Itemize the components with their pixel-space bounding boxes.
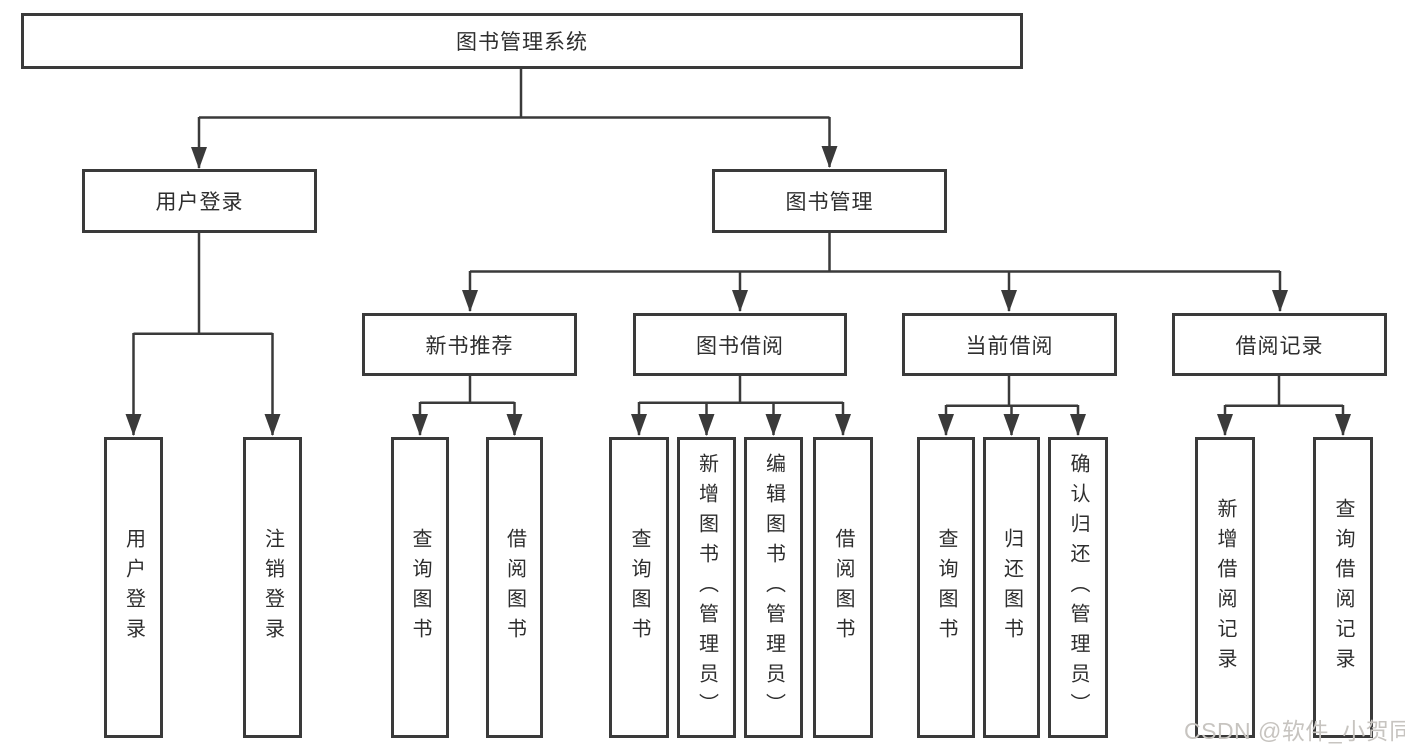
leaf-cb-return-books: 归还图书 bbox=[983, 437, 1040, 738]
node-borrow-records-label: 借阅记录 bbox=[1235, 334, 1324, 358]
leaf-cb-return-books-label: 归还图书 bbox=[1000, 527, 1023, 648]
node-book-management: 图书管理 bbox=[712, 169, 947, 233]
leaf-logout-label: 注销登录 bbox=[261, 527, 284, 648]
connector-new-book-branch bbox=[420, 376, 515, 405]
connector-book-borrow-branch bbox=[639, 376, 843, 405]
connector-root-branch bbox=[199, 69, 830, 119]
leaf-bb-query-books: 查询图书 bbox=[609, 437, 669, 738]
leaf-bb-edit-books-admin-label: 编辑图书（管理员） bbox=[762, 452, 785, 723]
node-root: 图书管理系统 bbox=[21, 13, 1023, 69]
node-current-borrow-label: 当前借阅 bbox=[965, 334, 1054, 358]
leaf-logout: 注销登录 bbox=[243, 437, 302, 738]
leaf-cb-confirm-return-admin: 确认归还（管理员） bbox=[1048, 437, 1108, 738]
leaf-bb-add-books-admin: 新增图书（管理员） bbox=[677, 437, 736, 738]
leaf-br-query-record-label: 查询借阅记录 bbox=[1332, 497, 1354, 678]
leaf-bb-add-books-admin-label: 新增图书（管理员） bbox=[695, 452, 718, 723]
leaf-bb-borrow-books-label: 借阅图书 bbox=[832, 527, 854, 648]
csdn-watermark: CSDN @软件_小贺同学 bbox=[1184, 718, 1405, 744]
node-user-login-label: 用户登录 bbox=[155, 191, 244, 214]
leaf-cb-query-books: 查询图书 bbox=[917, 437, 975, 738]
leaf-cb-query-books-label: 查询图书 bbox=[935, 527, 957, 648]
node-book-borrow-label: 图书借阅 bbox=[696, 334, 784, 358]
leaf-user-login: 用户登录 bbox=[104, 437, 163, 738]
node-root-label: 图书管理系统 bbox=[456, 31, 588, 54]
leaf-nb-query-books-label: 查询图书 bbox=[409, 527, 431, 648]
node-current-borrow: 当前借阅 bbox=[902, 313, 1117, 376]
node-new-book-recommend: 新书推荐 bbox=[362, 313, 577, 376]
node-book-management-label: 图书管理 bbox=[785, 191, 874, 214]
leaf-nb-query-books: 查询图书 bbox=[391, 437, 449, 738]
connector-current-borrow-branch bbox=[946, 376, 1078, 408]
node-book-borrow: 图书借阅 bbox=[633, 313, 847, 376]
node-new-book-recommend-label: 新书推荐 bbox=[425, 334, 514, 358]
leaf-br-add-record: 新增借阅记录 bbox=[1195, 437, 1255, 738]
connector-user-login-branch bbox=[133, 233, 273, 336]
leaf-cb-confirm-return-admin-label: 确认归还（管理员） bbox=[1067, 452, 1089, 723]
node-borrow-records: 借阅记录 bbox=[1172, 313, 1387, 376]
leaf-br-add-record-label: 新增借阅记录 bbox=[1214, 497, 1236, 678]
connector-book-management-branch bbox=[470, 233, 1280, 273]
leaf-nb-borrow-books-label: 借阅图书 bbox=[503, 527, 526, 648]
leaf-user-login-label: 用户登录 bbox=[122, 527, 145, 648]
connector-borrow-records-branch bbox=[1225, 376, 1343, 408]
leaf-nb-borrow-books: 借阅图书 bbox=[486, 437, 543, 738]
node-user-login: 用户登录 bbox=[82, 169, 317, 233]
leaf-bb-borrow-books: 借阅图书 bbox=[813, 437, 873, 738]
leaf-bb-query-books-label: 查询图书 bbox=[628, 527, 650, 648]
leaf-bb-edit-books-admin: 编辑图书（管理员） bbox=[744, 437, 803, 738]
leaf-br-query-record: 查询借阅记录 bbox=[1313, 437, 1373, 738]
